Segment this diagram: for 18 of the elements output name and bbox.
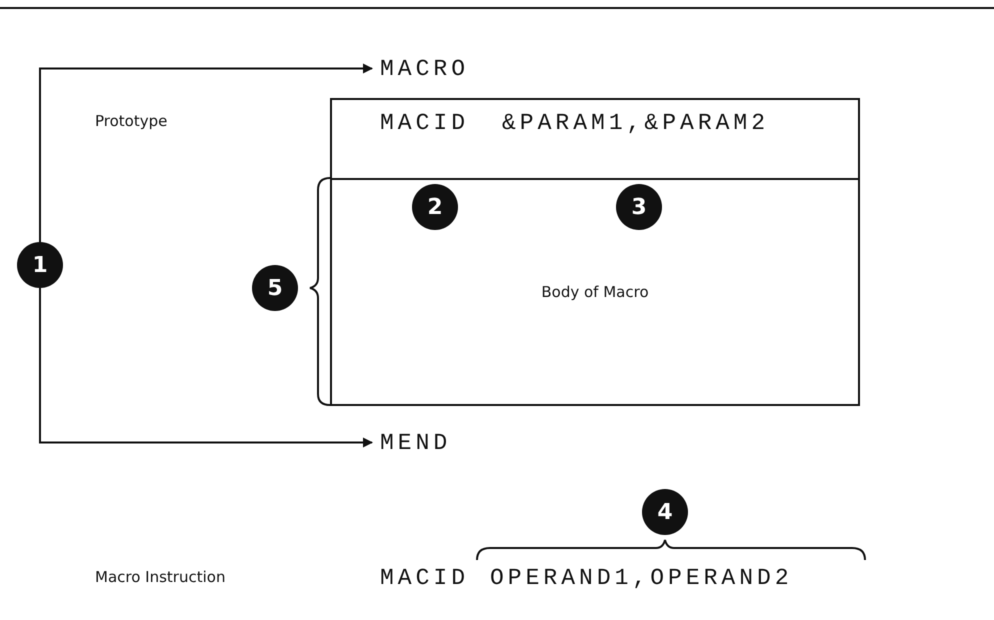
prototype-statement-box (330, 98, 860, 180)
callout-number: 4 (642, 489, 688, 535)
callout-number: 5 (252, 265, 298, 311)
box-label: Body of Macro (541, 283, 649, 301)
arrow (39, 64, 373, 242)
code-keyword: MACRO (380, 58, 470, 81)
section-label: Prototype (95, 112, 168, 130)
callout-number: 2 (412, 184, 458, 230)
code-keyword: MEND (380, 432, 452, 455)
macro-body-box (330, 178, 860, 406)
callout-number: 1 (17, 242, 63, 288)
macro-name: MACID (380, 567, 470, 590)
parameter-list: &PARAM1,&PARAM2 (502, 112, 770, 135)
arrow (39, 288, 373, 448)
callout-number: 3 (616, 184, 662, 230)
macro-name: MACID (380, 112, 470, 135)
operand-list: OPERAND1,OPERAND2 (490, 567, 793, 590)
section-label: Macro Instruction (95, 568, 226, 586)
